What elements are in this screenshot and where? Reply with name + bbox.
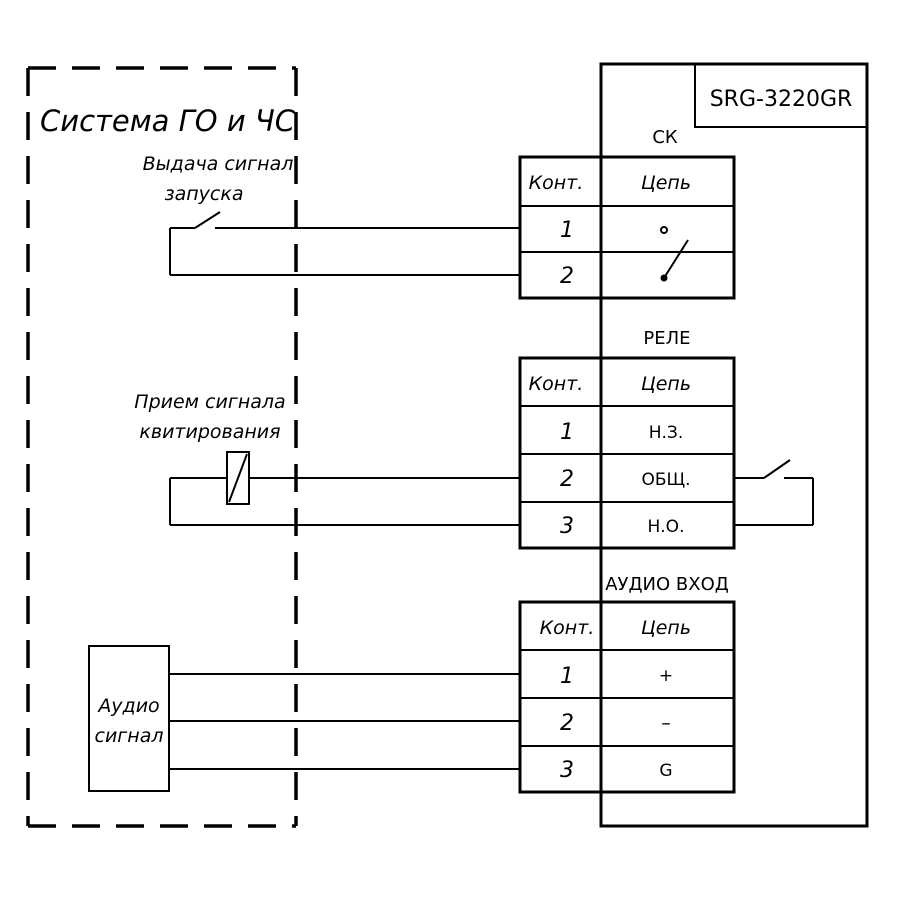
ack-signal-wires bbox=[169, 477, 520, 526]
relay-circuit-3: Н.О. bbox=[648, 517, 685, 537]
audio-circuit-2: – bbox=[661, 712, 671, 734]
ack-input-label-2: квитирования bbox=[139, 421, 280, 443]
system-title: Система ГО и ЧС bbox=[40, 104, 296, 138]
audio-signal-wires bbox=[169, 673, 520, 770]
audio-source-label: Аудио bbox=[96, 695, 159, 717]
sk-col-circuit: Цепь bbox=[641, 172, 691, 194]
audio-contact-3: 3 bbox=[560, 758, 574, 783]
start-switch-icon bbox=[170, 211, 221, 229]
audio-circuit-1: + bbox=[659, 666, 673, 686]
device-model: SRG-3220GR bbox=[710, 87, 853, 112]
ack-coil-icon bbox=[226, 451, 250, 505]
audio-contact-1: 1 bbox=[560, 664, 574, 689]
sk-title: СК bbox=[652, 127, 678, 148]
audio-col-contact: Конт. bbox=[540, 617, 595, 639]
relay-contact-3: 3 bbox=[560, 514, 574, 539]
relay-contact-2: 2 bbox=[560, 467, 574, 492]
audio-contact-2: 2 bbox=[560, 711, 574, 736]
audio-source-label-2: сигнал bbox=[95, 725, 164, 747]
relay-circuit-1: Н.З. bbox=[649, 423, 684, 443]
relay-table bbox=[518, 356, 736, 550]
audio-source-box bbox=[88, 645, 170, 792]
relay-col-contact: Конт. bbox=[529, 373, 584, 395]
sk-contact-2: 2 bbox=[560, 264, 574, 289]
sk-col-contact: Конт. bbox=[529, 172, 584, 194]
start-signal-wires bbox=[169, 227, 520, 276]
relay-title: РЕЛЕ bbox=[643, 328, 690, 349]
system-boundary bbox=[26, 66, 298, 828]
sk-dry-contact-icon bbox=[660, 226, 689, 282]
audio-table bbox=[518, 600, 736, 794]
audio-col-circuit: Цепь bbox=[641, 617, 691, 639]
sk-contact-1: 1 bbox=[560, 218, 574, 243]
audio-circuit-3: G bbox=[659, 761, 672, 781]
audio-title: АУДИО ВХОД bbox=[605, 574, 729, 595]
start-output-label-2: запуска bbox=[165, 183, 244, 205]
relay-contact-1: 1 bbox=[560, 420, 574, 445]
relay-circuit-2: ОБЩ. bbox=[641, 470, 690, 490]
ack-input-label: Прием сигнала bbox=[134, 391, 285, 413]
start-output-label: Выдача сигнал bbox=[143, 153, 294, 175]
relay-switch-icon bbox=[734, 459, 814, 526]
relay-col-circuit: Цепь bbox=[641, 373, 691, 395]
